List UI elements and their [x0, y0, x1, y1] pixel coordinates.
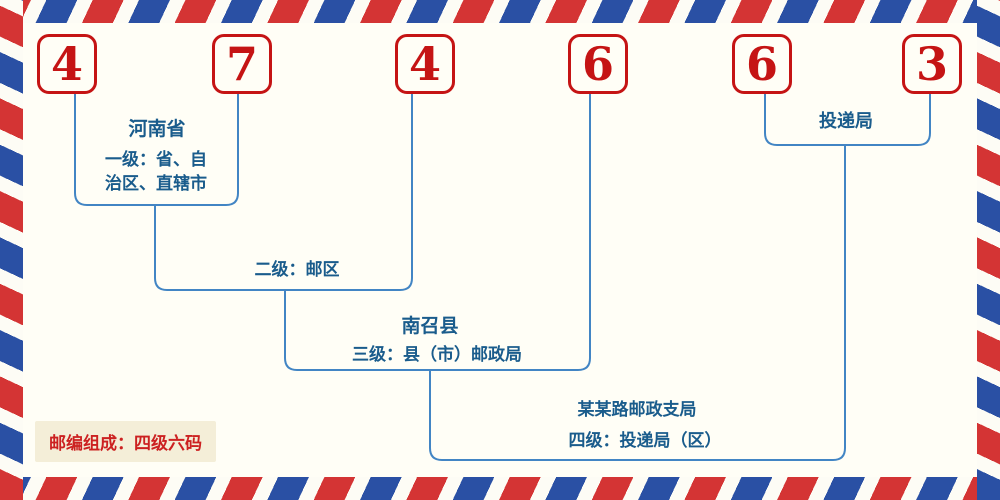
- level3-desc-label: 三级：县（市）邮政局: [352, 345, 522, 364]
- digit-2: 7: [225, 37, 258, 91]
- level2-desc-label: 二级：邮区: [254, 260, 340, 279]
- digit-6: 3: [915, 37, 948, 91]
- digit-box-4: 6: [568, 34, 628, 94]
- digit-box-6: 3: [902, 34, 962, 94]
- level4-place-label: 某某路邮政支局: [577, 400, 697, 419]
- digit-box-2: 7: [212, 34, 272, 94]
- digit-box-3: 4: [395, 34, 455, 94]
- airmail-border-bottom: [0, 477, 1000, 500]
- digit-5: 6: [745, 37, 778, 91]
- digit-4: 6: [581, 37, 614, 91]
- level1-desc-line1: 一级：省、自: [105, 150, 207, 169]
- airmail-border-left: [0, 0, 23, 500]
- digit-1: 4: [50, 37, 83, 91]
- delivery-office-label: 投递局: [819, 111, 873, 131]
- level3-place-label: 南召县: [401, 316, 459, 337]
- digit-3: 4: [408, 37, 441, 91]
- composition-note: 邮编组成：四级六码: [35, 421, 216, 462]
- level4-desc-label: 四级：投递局（区）: [568, 431, 722, 450]
- digit-box-5: 6: [732, 34, 792, 94]
- level1-desc-line2: 治区、直辖市: [105, 174, 207, 193]
- digit-box-1: 4: [37, 34, 97, 94]
- level1-place-label: 河南省: [128, 119, 186, 140]
- airmail-border-top: [0, 0, 1000, 23]
- airmail-border-right: [977, 0, 1000, 500]
